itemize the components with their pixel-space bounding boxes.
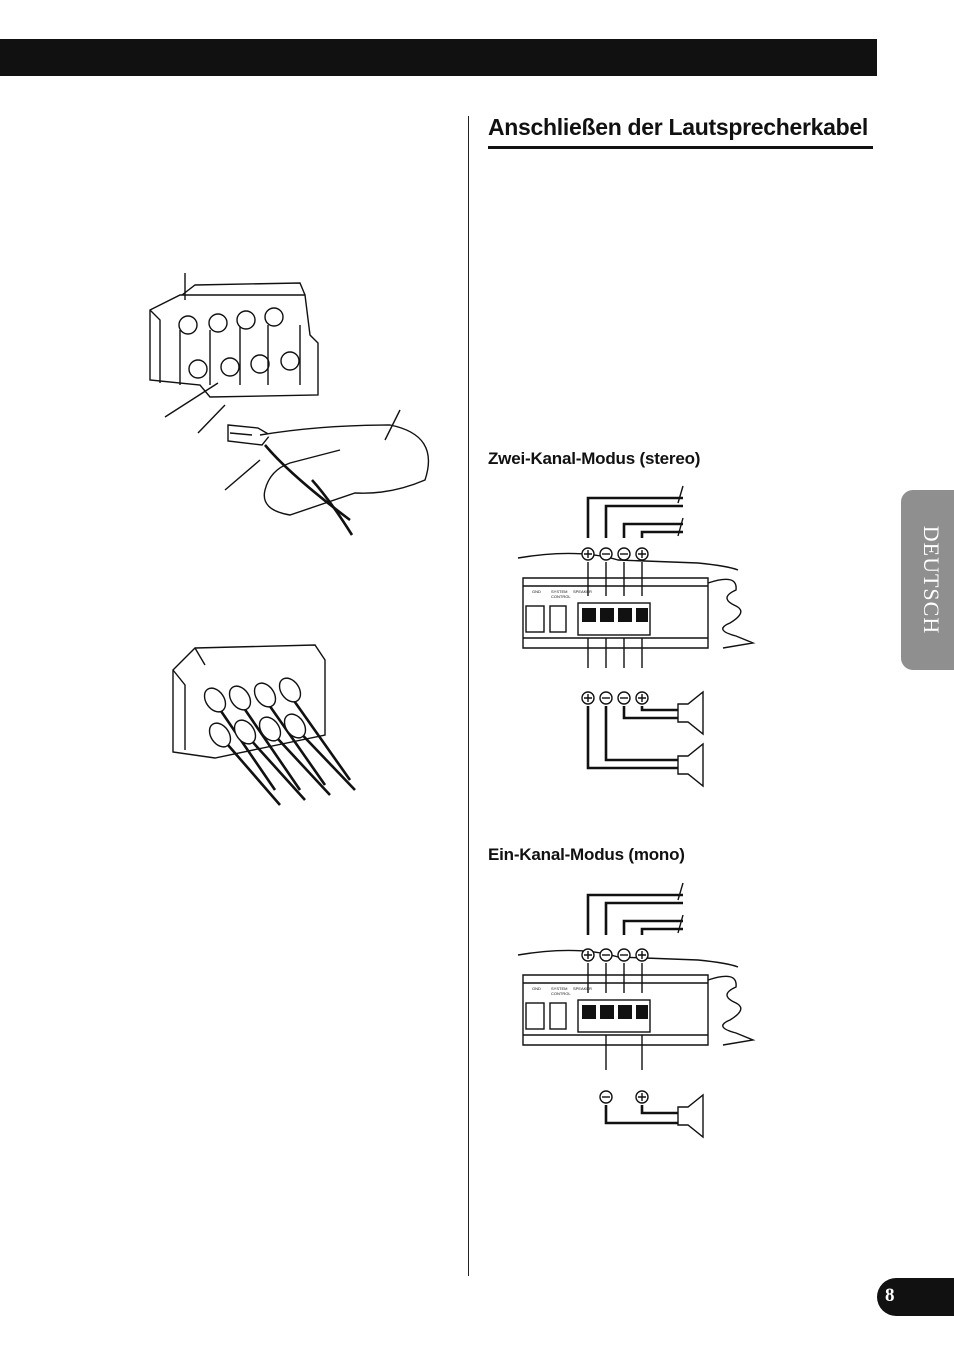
page-number-badge: 8 xyxy=(877,1278,954,1316)
svg-text:CONTROL: CONTROL xyxy=(551,991,571,996)
wired-terminals xyxy=(203,677,356,806)
stereo-input-wires xyxy=(586,485,684,538)
svg-text:SPEAKER: SPEAKER xyxy=(573,986,592,991)
mono-speaker-wires xyxy=(604,1093,704,1139)
mono-wiring-diagram: GND SYSTEM CONTROL SPEAKER xyxy=(517,882,756,1139)
stereo-speaker-wires xyxy=(586,690,704,788)
mono-polarity-top xyxy=(581,948,649,962)
stereo-polarity-bottom xyxy=(581,691,649,705)
svg-text:SYSTEM: SYSTEM xyxy=(551,589,567,594)
header-bar xyxy=(0,39,877,76)
mono-heading: Ein-Kanal-Modus (mono) xyxy=(488,845,685,864)
mono-polarity-bottom xyxy=(599,1090,649,1104)
svg-text:CONTROL: CONTROL xyxy=(551,594,571,599)
wired-terminal-figure xyxy=(172,644,356,806)
stereo-polarity-top xyxy=(581,547,649,561)
svg-text:GND: GND xyxy=(532,986,541,991)
svg-text:SYSTEM: SYSTEM xyxy=(551,986,567,991)
stereo-wiring-diagram: GND SYSTEM CONTROL SPEAKER xyxy=(517,485,756,788)
svg-text:SPEAKER: SPEAKER xyxy=(573,589,592,594)
svg-text:GND: GND xyxy=(532,589,541,594)
language-tab-label: DEUTSCH xyxy=(919,525,944,635)
terminal-screws-top xyxy=(178,307,300,379)
language-tab: DEUTSCH xyxy=(901,490,954,670)
page-number: 8 xyxy=(885,1285,895,1306)
stereo-heading: Zwei-Kanal-Modus (stereo) xyxy=(488,449,701,468)
mono-input-wires xyxy=(586,882,684,935)
terminal-block-figure xyxy=(149,273,430,536)
column-divider xyxy=(468,116,469,1276)
section-title: Anschließen der Lautsprecherkabel xyxy=(488,110,873,149)
